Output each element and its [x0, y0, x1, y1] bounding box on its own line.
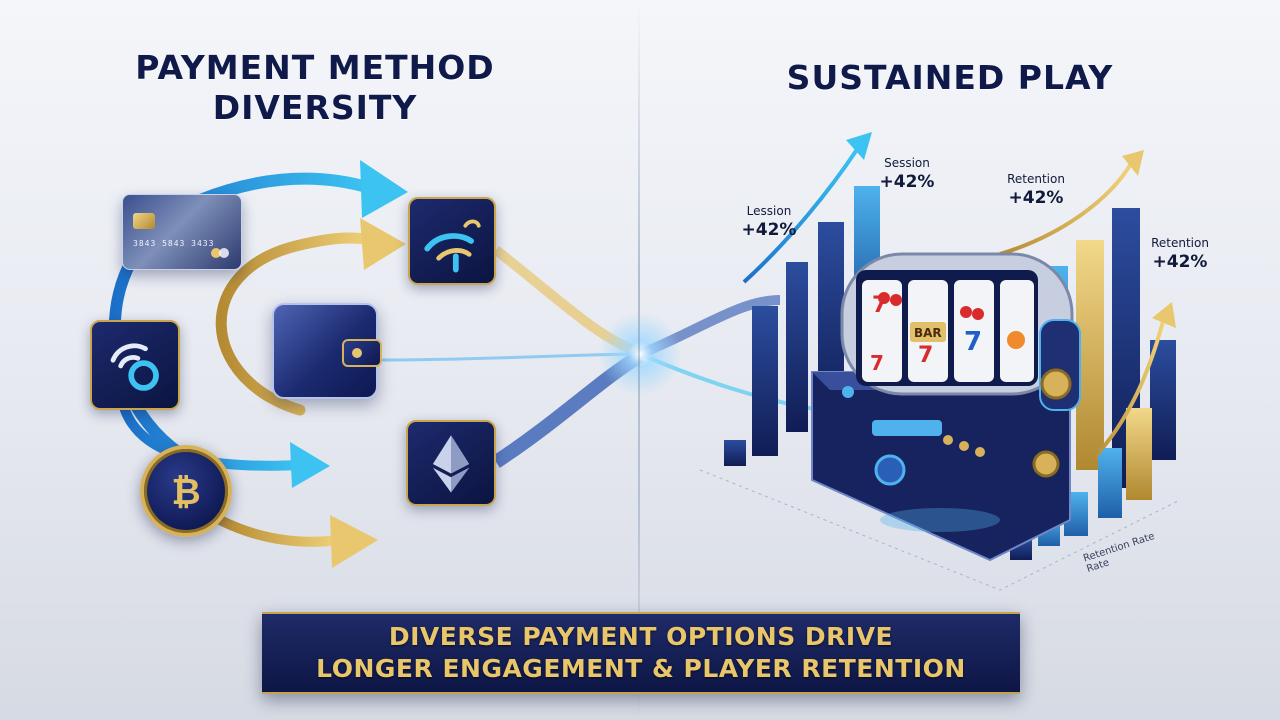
chart-bar: [1126, 408, 1152, 500]
svg-text:₿: ₿: [171, 472, 200, 513]
right-title-text: SUSTAINED PLAY: [786, 58, 1114, 97]
headline-banner: DIVERSE PAYMENT OPTIONS DRIVE LONGER ENG…: [262, 612, 1020, 694]
stat-label-text: Session: [884, 156, 930, 170]
svg-text:7: 7: [870, 351, 884, 375]
contactless-icon: [90, 320, 180, 410]
stat-value: +42%: [1008, 188, 1064, 208]
card-chip: [133, 213, 155, 229]
gold-circle-arrow: [215, 232, 378, 416]
stat-label: Lession +42%: [734, 202, 804, 240]
svg-text:7: 7: [918, 343, 933, 368]
card-icon: 3843 5843 3433: [122, 194, 242, 270]
slot-reel-label: BAR: [914, 326, 942, 340]
trend-arrow-icon: [1090, 317, 1166, 462]
stat-label-text: Retention: [1151, 236, 1209, 250]
bitcoin-icon: ₿: [140, 445, 232, 537]
wallet-icon: [272, 303, 382, 399]
stat-label: Session +42%: [872, 154, 942, 192]
banner-line1: DIVERSE PAYMENT OPTIONS DRIVE: [388, 622, 894, 651]
blue-arrowhead: [360, 160, 408, 218]
stat-value: +42%: [741, 220, 797, 240]
stat-value: +42%: [1152, 252, 1208, 272]
left-title-line2: DIVERSITY: [212, 88, 418, 127]
panel-divider: [638, 0, 640, 720]
gold-arrowhead: [360, 218, 406, 270]
right-title: SUSTAINED PLAY: [760, 58, 1140, 98]
chart-bar: [724, 440, 746, 466]
left-title: PAYMENT METHOD DIVERSITY: [90, 48, 540, 128]
ethereum-icon: [406, 420, 496, 506]
stat-value: +42%: [879, 172, 935, 192]
wallet-clasp: [342, 339, 382, 367]
chart-bar: [1150, 340, 1176, 460]
chart-bar: [786, 262, 808, 432]
center-glow: [598, 312, 682, 396]
stat-label-text: Lession: [746, 204, 792, 218]
chart-bar: [1098, 448, 1122, 518]
card-number: 3843 5843 3433: [133, 239, 215, 248]
trend-arrow-icon: [999, 160, 1134, 256]
stat-label: Retention +42%: [1140, 234, 1220, 272]
chart-bar: [752, 306, 778, 456]
banner-line2: LONGER ENGAGEMENT & PLAYER RETENTION: [316, 654, 966, 683]
stat-label-text: Retention: [1007, 172, 1065, 186]
left-title-line1: PAYMENT METHOD: [135, 48, 495, 87]
slot-machine-icon: 7 7 7 7 BAR: [811, 252, 1081, 562]
brand-app-icon: [408, 197, 496, 285]
stat-label: Retention +42%: [996, 170, 1076, 208]
svg-text:7: 7: [964, 327, 982, 357]
card-brand-logo: [211, 248, 229, 258]
trend-arrow-icon: [742, 146, 860, 284]
